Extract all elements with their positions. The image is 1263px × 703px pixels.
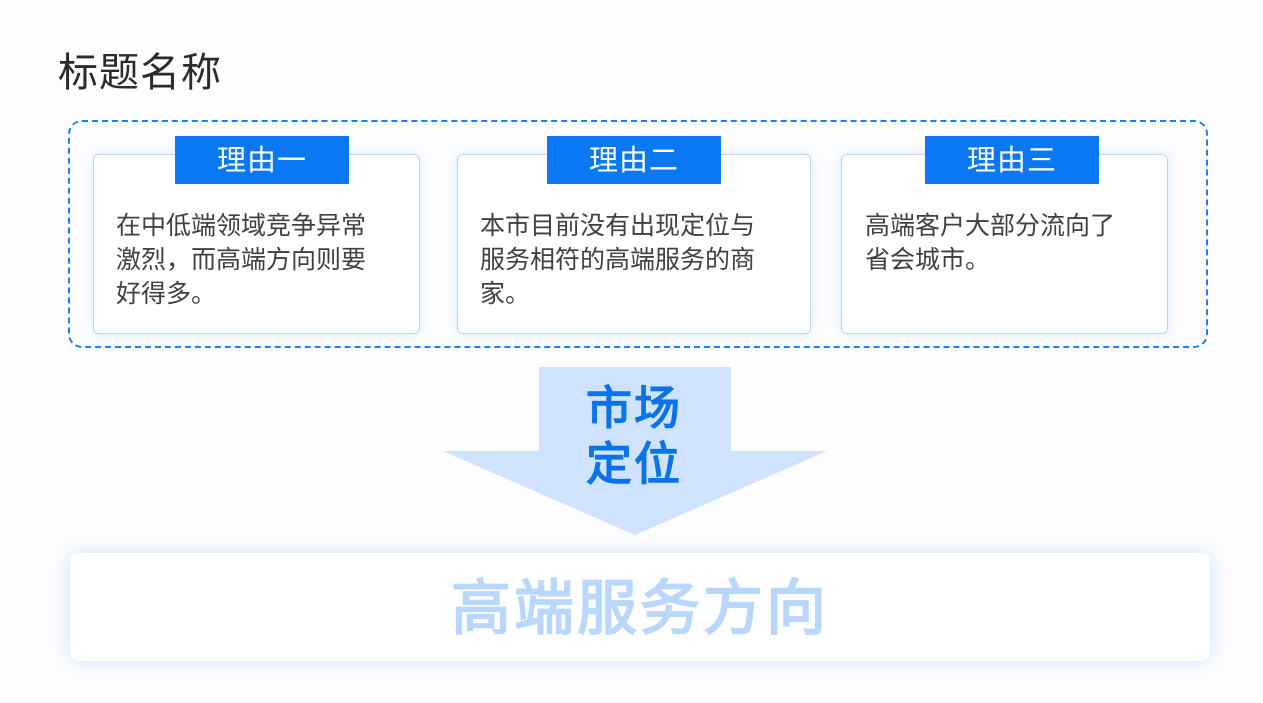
reason-card-2 <box>457 154 811 334</box>
arrow-label: 市场 定位 <box>536 380 732 492</box>
reason-text-line: 激烈，而高端方向则要 <box>116 245 367 274</box>
result-box: 高端服务方向 <box>70 553 1210 661</box>
reason-text-3: 高端客户大部分流向了 省会城市。 <box>865 209 1160 277</box>
reason-text-line: 在中低端领域竞争异常 <box>116 211 367 240</box>
reason-text-line: 好得多。 <box>116 279 217 308</box>
reason-text-line: 省会城市。 <box>865 245 991 274</box>
reason-text-line: 服务相符的高端服务的商 <box>480 245 756 274</box>
page-title: 标题名称 <box>58 50 222 96</box>
reason-card-3 <box>841 154 1168 334</box>
arrow-label-line: 市场 <box>586 381 682 435</box>
reason-text-1: 在中低端领域竞争异常 激烈，而高端方向则要 好得多。 <box>116 209 406 311</box>
reason-card-1 <box>93 154 420 334</box>
reason-text-line: 高端客户大部分流向了 <box>865 211 1116 240</box>
reason-text-line: 本市目前没有出现定位与 <box>480 211 756 240</box>
reason-text-line: 家。 <box>480 279 531 308</box>
reasons-frame <box>68 120 1208 348</box>
reason-label-3: 理由三 <box>925 136 1099 184</box>
result-text: 高端服务方向 <box>451 574 829 644</box>
arrow-label-line: 定位 <box>586 437 682 491</box>
reason-text-2: 本市目前没有出现定位与 服务相符的高端服务的商 家。 <box>480 209 800 311</box>
reason-label-2: 理由二 <box>547 136 721 184</box>
reason-label-1: 理由一 <box>175 136 349 184</box>
down-arrow-icon <box>443 367 827 535</box>
